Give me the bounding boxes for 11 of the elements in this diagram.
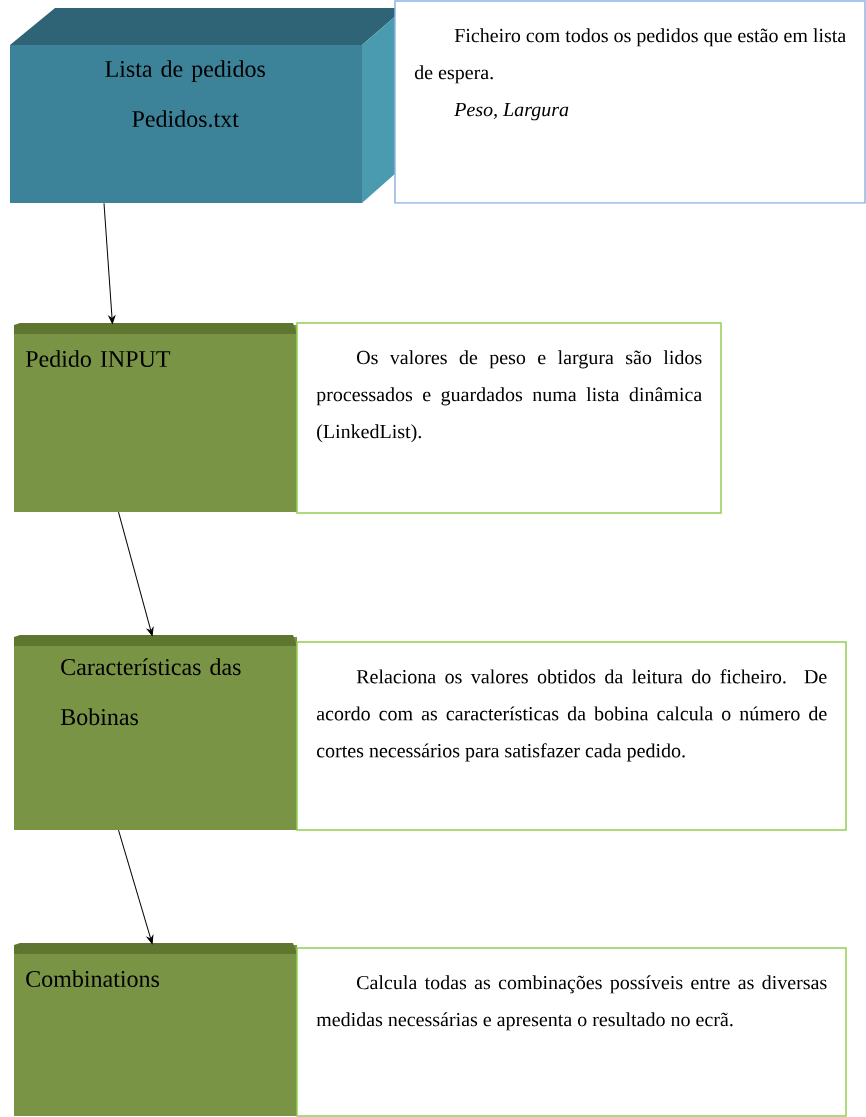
- arrow: [103, 202, 116, 324]
- description-box: Relaciona os valores obtidos da leitura do ficheiro. De acordo com as características da bobina calcula o número de cortes necessários para satisfazer cada pedido.: [296, 641, 847, 831]
- arrow: [118, 511, 154, 636]
- arrow: [118, 829, 154, 944]
- description-box: Os valores de peso e largura são lidos processados e guardados numa lista dinâmica (LinkedList).: [296, 322, 722, 514]
- description-box: Calcula todas as combinações possíveis entre as diversas medidas necessárias e apresenta o resultado no ecrã.: [296, 947, 847, 1117]
- three-d-box: Lista de pedidos Pedidos.txt: [10, 8, 405, 203]
- description-box: Ficheiro com todos os pedidos que estão em lista de espera. Peso, Largura: [394, 0, 866, 204]
- bevel-box: Combinations: [14, 943, 297, 1116]
- bevel-box: Pedido INPUT: [14, 323, 297, 512]
- bevel-box: Características das Bobinas: [14, 635, 297, 830]
